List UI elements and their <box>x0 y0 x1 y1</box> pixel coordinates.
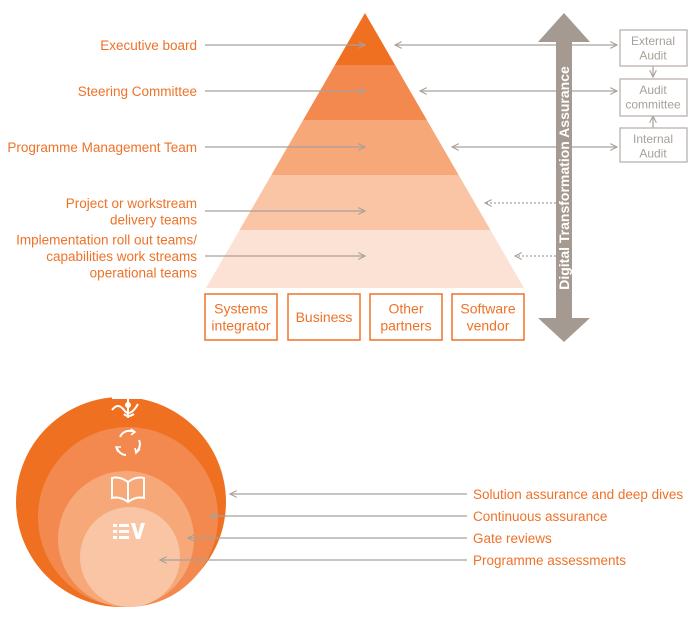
pyramid-level-label: Project or workstream <box>66 196 197 211</box>
partner-box-label: Other <box>388 301 423 317</box>
audit-box-label: Audit <box>639 83 667 97</box>
pyramid-level-label: Steering Committee <box>78 84 197 99</box>
partner-box <box>287 293 361 341</box>
partner-box-label: integrator <box>211 318 270 334</box>
audit-box-label: Audit <box>639 147 667 161</box>
audit-box-label: External <box>631 34 675 48</box>
audit-box-label: Internal <box>633 132 673 146</box>
assurance-bar: Digital Transformation Assurance <box>538 13 590 342</box>
audit-box-label: Audit <box>639 49 667 63</box>
assurance-bar-label: Digital Transformation Assurance <box>556 66 572 290</box>
partner-box-label: vendor <box>467 318 510 334</box>
pyramid-level-label: Executive board <box>100 38 197 53</box>
circle-label: Gate reviews <box>473 531 552 546</box>
audit-box <box>619 127 688 163</box>
circle-label: Programme assessments <box>473 553 626 568</box>
pyramid-level <box>206 230 524 288</box>
audit-box <box>619 29 688 67</box>
partner-box-label: partners <box>380 318 431 334</box>
pyramid-level-label: Implementation roll out teams/ <box>16 233 197 248</box>
assurance-circles <box>16 397 226 607</box>
partner-box-label: Business <box>296 309 353 325</box>
circle-label: Solution assurance and deep dives <box>473 487 683 502</box>
assurance-arrows <box>395 45 653 256</box>
partner-box-label: Systems <box>214 301 268 317</box>
circle-icons <box>111 390 146 539</box>
governance-pyramid <box>206 13 524 288</box>
partner-box <box>369 293 443 341</box>
double-arrow-icon <box>538 13 590 342</box>
pyramid-level-label: operational teams <box>90 266 198 281</box>
pyramid-level <box>303 65 427 120</box>
partner-box-label: Software <box>460 301 515 317</box>
partner-box <box>451 293 525 341</box>
pyramid-level <box>334 13 396 65</box>
circle-label: Continuous assurance <box>473 509 607 524</box>
assurance-circle <box>80 507 180 607</box>
route-icon <box>111 390 146 418</box>
pyramid-level <box>239 175 491 230</box>
book-icon <box>111 476 145 504</box>
pyramid-level-label: delivery teams <box>110 212 197 227</box>
pyramid-level-label: capabilities work streams <box>46 249 197 264</box>
audit-box-label: committee <box>625 98 681 112</box>
cycle-icon <box>114 428 141 456</box>
audit-box <box>619 78 688 117</box>
circle-labels: Solution assurance and deep divesContinu… <box>160 487 683 568</box>
partner-box <box>204 293 278 341</box>
pyramid-level-label: Programme Management Team <box>7 140 197 155</box>
checklist-icon <box>113 523 145 539</box>
